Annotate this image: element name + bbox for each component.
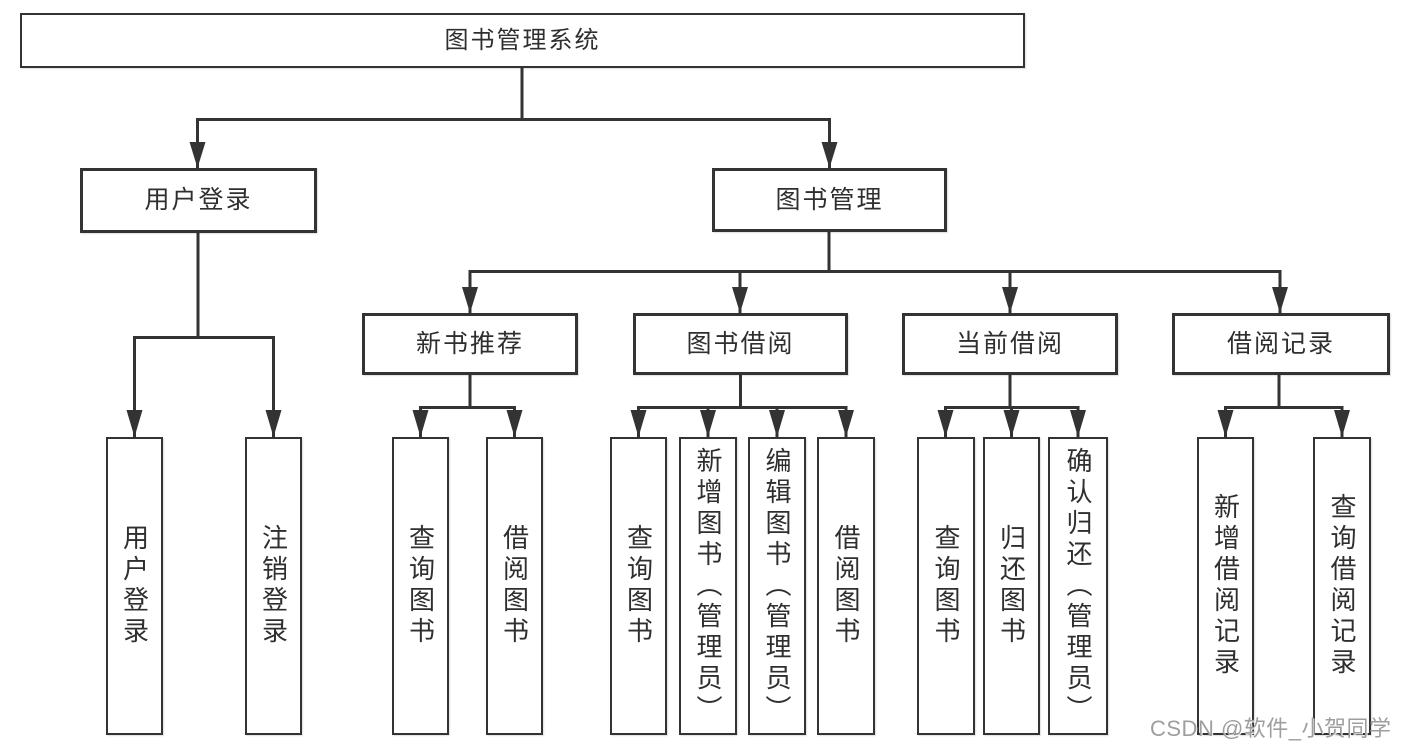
leaf-query-borrow-record: 查询借阅记录 <box>1313 437 1371 735</box>
leaf-user-login-label: 用户登录 <box>119 524 150 648</box>
leaf-add-borrow-record: 新增借阅记录 <box>1197 437 1254 735</box>
node-user-login-label: 用户登录 <box>144 186 253 214</box>
leaf-logout: 注销登录 <box>245 437 302 735</box>
leaf-borrow-book-label: 借阅图书 <box>831 524 861 648</box>
node-new-book-recommend: 新书推荐 <box>362 313 578 375</box>
leaf-borrow-book: 借阅图书 <box>817 437 875 735</box>
node-book-management-label: 图书管理 <box>775 185 884 214</box>
leaf-query-book-recommend: 查询图书 <box>392 437 449 735</box>
leaf-borrow-book-recommend-label: 借阅图书 <box>499 524 530 648</box>
node-new-book-recommend-label: 新书推荐 <box>415 329 524 358</box>
leaf-borrow-book-recommend: 借阅图书 <box>486 437 543 735</box>
leaf-add-book-admin: 新增图书（管理员） <box>679 437 737 735</box>
node-root: 图书管理系统 <box>20 13 1025 68</box>
leaf-add-borrow-record-label: 新增借阅记录 <box>1210 493 1241 679</box>
leaf-edit-book-admin: 编辑图书（管理员） <box>748 437 806 735</box>
leaf-confirm-return-admin-label: 确认归还（管理员） <box>1063 446 1093 726</box>
node-book-borrow: 图书借阅 <box>633 313 848 375</box>
leaf-query-book-current: 查询图书 <box>917 437 975 735</box>
leaf-user-login: 用户登录 <box>106 437 163 735</box>
leaf-add-book-admin-label: 新增图书（管理员） <box>693 446 723 726</box>
node-book-borrow-label: 图书借阅 <box>686 329 795 358</box>
leaf-query-book-recommend-label: 查询图书 <box>405 524 436 648</box>
leaf-query-book-current-label: 查询图书 <box>931 524 961 648</box>
leaf-edit-book-admin-label: 编辑图书（管理员） <box>762 446 792 726</box>
node-current-borrow: 当前借阅 <box>902 313 1118 375</box>
leaf-query-borrow-record-label: 查询借阅记录 <box>1327 493 1357 679</box>
node-current-borrow-label: 当前借阅 <box>955 329 1064 358</box>
node-borrow-records: 借阅记录 <box>1172 313 1390 375</box>
leaf-query-book-borrow: 查询图书 <box>610 437 667 735</box>
leaf-return-book: 归还图书 <box>983 437 1040 735</box>
csdn-watermark: CSDN @软件_小贺同学 <box>1150 716 1392 741</box>
node-user-login: 用户登录 <box>80 168 317 233</box>
node-root-label: 图书管理系统 <box>444 26 601 54</box>
leaf-logout-label: 注销登录 <box>258 524 289 648</box>
leaf-confirm-return-admin: 确认归还（管理员） <box>1048 437 1108 735</box>
node-borrow-records-label: 借阅记录 <box>1226 329 1335 358</box>
leaf-return-book-label: 归还图书 <box>996 524 1027 648</box>
leaf-query-book-borrow-label: 查询图书 <box>623 524 654 648</box>
node-book-management: 图书管理 <box>712 168 947 232</box>
